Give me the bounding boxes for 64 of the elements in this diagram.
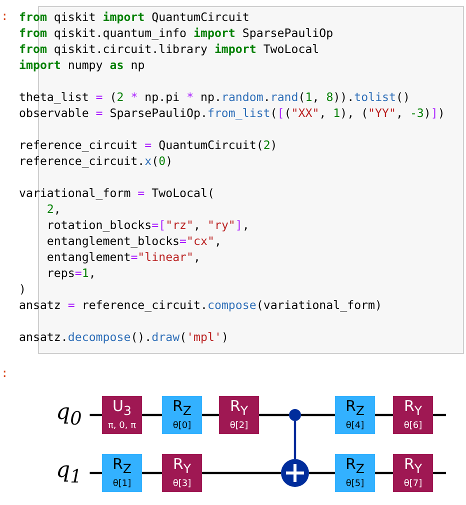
code-line: theta_list = (2 * np.pi * np.random.rand(1, 8)).tolist() <box>19 89 410 105</box>
code-line: 2, <box>46 201 61 217</box>
qubit-wire <box>433 414 446 416</box>
gate-name: R$_{Y}$ <box>404 456 422 477</box>
qubit-wire <box>90 472 102 474</box>
gate-box <box>102 454 142 492</box>
gate-parameter: θ[6] <box>404 421 422 432</box>
target-symbol <box>281 459 309 487</box>
gate-box <box>393 396 433 434</box>
code-line: ) <box>19 281 26 297</box>
gate-box <box>162 454 202 492</box>
qubit-wire <box>142 414 162 416</box>
code-line: reps=1, <box>46 265 96 281</box>
gate-name: R$_{Z}$ <box>112 456 132 477</box>
gate-box <box>219 396 259 434</box>
gate-name: R$_{Z}$ <box>345 456 364 477</box>
qubit-wire <box>202 414 219 416</box>
gate-box <box>102 396 142 434</box>
cell-prompt: : <box>1 366 8 380</box>
qubit-wire <box>202 472 281 474</box>
gate-name: U$_{3}$ <box>112 398 132 419</box>
gate-parameter: θ[1] <box>112 479 132 490</box>
code-line: import numpy as np <box>19 57 145 73</box>
gate-parameter: θ[2] <box>230 421 248 432</box>
gate-box <box>393 454 433 492</box>
code-line: from qiskit.circuit.library import TwoLocal <box>19 41 320 57</box>
qubit-label: q$_{1}$ <box>56 459 82 490</box>
qubit-wire <box>259 414 289 416</box>
qubit-wire <box>309 472 335 474</box>
gate-box <box>335 454 375 492</box>
gate-parameter: θ[0] <box>172 421 192 432</box>
gate-box <box>162 396 202 434</box>
code-line: ansatz.decompose().draw('mpl') <box>19 329 228 345</box>
code-line: reference_circuit = QuantumCircuit(2) <box>19 137 278 153</box>
qubit-wire <box>375 414 393 416</box>
code-line: entanglement="linear", <box>46 249 200 265</box>
code-line: rotation_blocks=["rz", "ry"], <box>46 217 250 233</box>
gate-box <box>335 396 375 434</box>
code-line: observable = SparsePauliOp.from_list([("XX", 1), ("YY", -3)]) <box>19 105 445 121</box>
gate-name: R$_{Z}$ <box>345 398 364 419</box>
qubit-wire <box>375 472 393 474</box>
qubit-wire <box>142 472 162 474</box>
gate-name: R$_{Y}$ <box>172 456 192 477</box>
gate-parameter: π, 0, π <box>108 421 136 432</box>
code-line: from qiskit.quantum_info import SparsePauliOp <box>19 25 334 41</box>
gate-name: R$_{Y}$ <box>404 398 422 419</box>
gate-name: R$_{Y}$ <box>230 398 248 419</box>
code-line: from qiskit import QuantumCircuit <box>19 9 250 25</box>
code-line: ansatz = reference_circuit.compose(variational_form) <box>19 297 382 313</box>
code-line: variational_form = TwoLocal( <box>19 185 214 201</box>
qubit-wire <box>90 414 102 416</box>
qubit-wire <box>433 472 446 474</box>
qubit-wire <box>301 414 335 416</box>
gate-parameter: θ[4] <box>346 421 364 432</box>
gate-parameter: θ[7] <box>404 479 422 490</box>
cell-prompt: : <box>1 9 8 23</box>
gate-parameter: θ[3] <box>172 479 192 490</box>
gate-name: R$_{Z}$ <box>172 398 192 419</box>
control-dot <box>289 409 301 421</box>
qubit-label: q$_{0}$ <box>56 401 82 432</box>
code-line: entanglement_blocks="cx", <box>46 233 222 249</box>
code-line: reference_circuit.x(0) <box>19 153 173 169</box>
control-line <box>294 421 296 459</box>
gate-parameter: θ[5] <box>346 479 364 490</box>
